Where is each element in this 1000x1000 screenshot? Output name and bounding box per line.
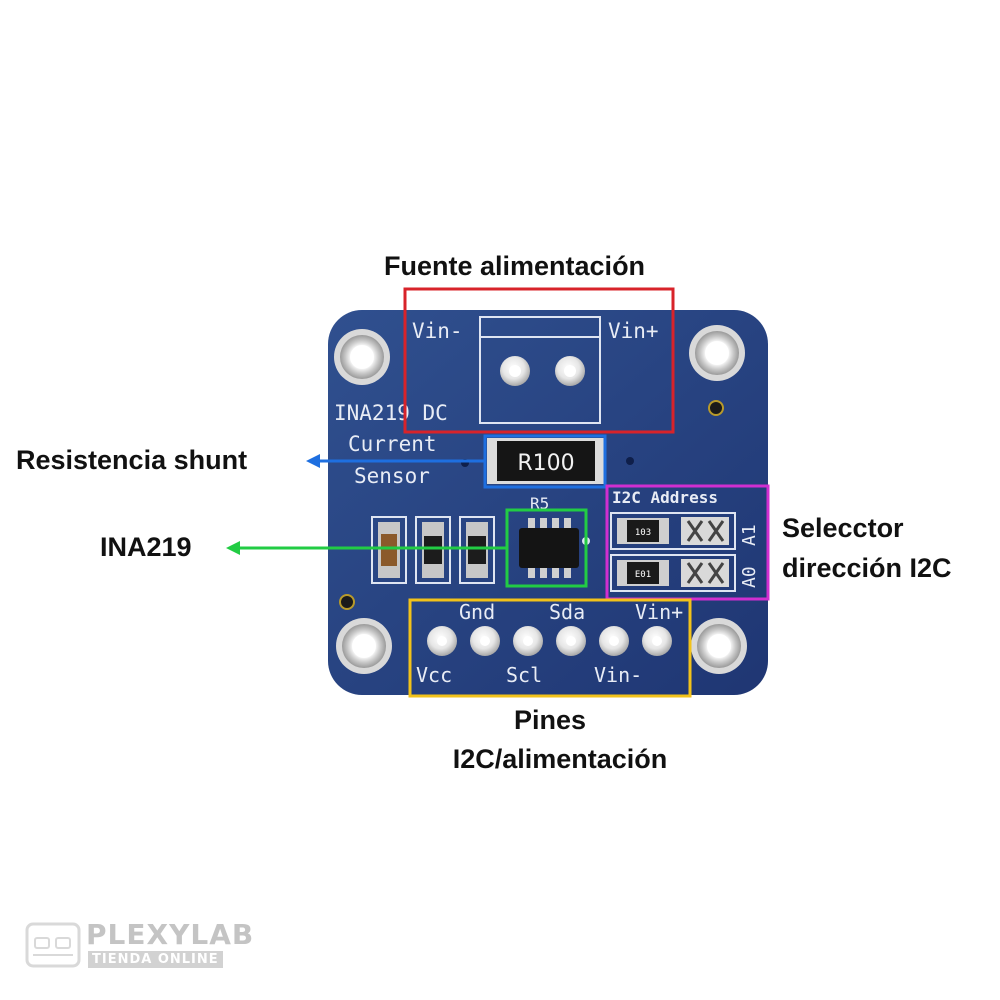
- board-title-line2: Current: [348, 432, 437, 456]
- mounting-hole-bottom-left: [336, 618, 392, 674]
- label-power-source: Fuente alimentación: [384, 251, 646, 281]
- smd-code-a1: 103: [635, 528, 651, 538]
- label-i2c-selector-line1: Selecctor: [782, 513, 904, 543]
- pins-highlight: [408, 598, 692, 698]
- shunt-resistor: R100: [487, 438, 605, 484]
- label-i2c-selector-line2: dirección I2C: [782, 553, 952, 583]
- pin-label-vcc: Vcc: [416, 663, 452, 687]
- screw-terminal: [479, 316, 601, 424]
- smd-code-a0: E01: [635, 570, 651, 580]
- smd-resistor-2: [459, 516, 495, 584]
- plexylab-logo-icon: [25, 922, 81, 968]
- pin-label-vin-minus: Vin-: [594, 663, 642, 687]
- address-jumper-a1: 103: [610, 512, 736, 550]
- smd-resistor-1: [415, 516, 451, 584]
- smd-capacitor: [371, 516, 407, 584]
- pin-label-gnd: Gnd: [459, 600, 495, 624]
- ina219-chip: [519, 518, 590, 578]
- watermark-brand: PLEXYLAB: [86, 918, 255, 951]
- addr-pad-a0: A0: [739, 566, 760, 588]
- terminal-label-right: Vin+: [608, 319, 659, 343]
- pin-label-scl: Scl: [506, 663, 542, 687]
- label-shunt: Resistencia shunt: [16, 445, 248, 475]
- label-pins-line1: Pines: [513, 705, 587, 735]
- address-jumper-a0: E01: [610, 554, 736, 592]
- mounting-hole-top-left: [334, 329, 390, 385]
- pin-label-sda: Sda: [549, 600, 585, 624]
- shunt-marking: R100: [517, 451, 574, 476]
- watermark-tagline: TIENDA ONLINE: [88, 951, 223, 968]
- label-pins-line2: I2C/alimentación: [452, 744, 668, 774]
- i2c-address-silk: I2C Address: [612, 488, 718, 507]
- power-source-highlight: [403, 287, 675, 434]
- board-title-line1: INA219 DC: [334, 401, 448, 425]
- label-chip: INA219: [100, 532, 192, 562]
- header-pins: [427, 626, 672, 656]
- terminal-label-left: Vin-: [412, 319, 463, 343]
- pin-label-vin-plus: Vin+: [635, 600, 683, 624]
- shunt-arrow: [306, 454, 485, 468]
- mounting-hole-top-right: [689, 325, 745, 381]
- board-title-line3: Sensor: [354, 464, 430, 488]
- mounting-hole-bottom-right: [691, 618, 747, 674]
- chip-arrow: [226, 541, 507, 555]
- addr-pad-a1: A1: [739, 524, 760, 546]
- resistor-ref: R5: [530, 494, 549, 513]
